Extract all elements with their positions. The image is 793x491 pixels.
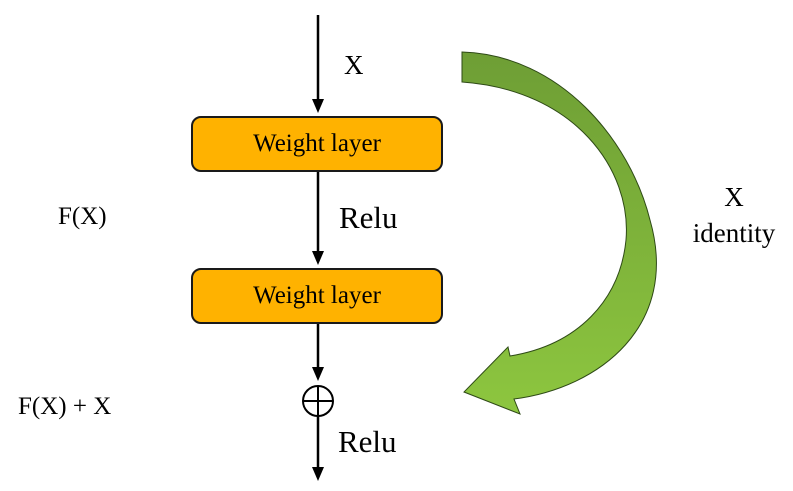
sum-output-label: F(X) + X [18, 393, 112, 420]
activation-label-1: Relu [339, 200, 398, 235]
weight-layer-2: Weight layer [191, 268, 443, 324]
circle-plus-icon [302, 385, 334, 417]
input-arrow [312, 15, 324, 113]
weight-layer-1: Weight layer [191, 116, 443, 172]
activation-label-2: Relu [338, 424, 397, 459]
residual-function-label: F(X) [58, 203, 107, 230]
middle-arrow [312, 172, 324, 265]
curved-arrow-icon [461, 51, 657, 415]
to-sum-arrow [312, 324, 324, 381]
output-arrow [312, 416, 324, 481]
shortcut-label-identity: identity [692, 218, 776, 248]
input-label: X [344, 50, 364, 80]
shortcut-label-x: X [724, 182, 744, 212]
